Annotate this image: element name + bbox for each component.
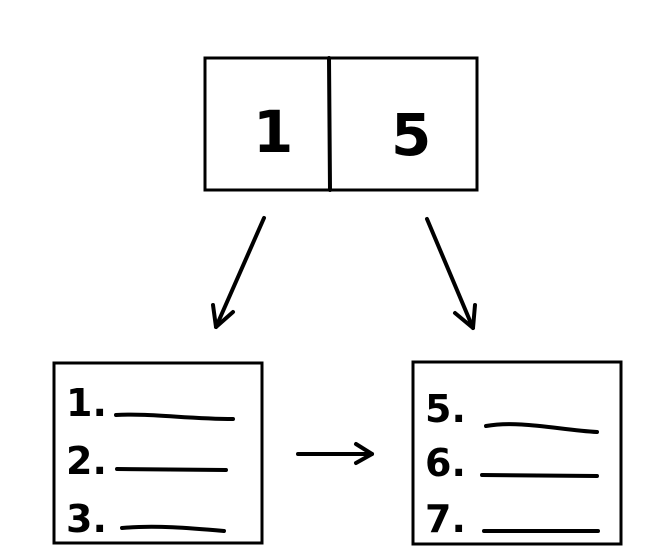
page-left-item-line	[115, 467, 228, 472]
index-cell-left-label: 1	[253, 98, 293, 166]
page-left-item-line	[120, 524, 226, 533]
page-right-item-line	[480, 473, 599, 478]
page-right-item-number: 7.	[425, 497, 466, 541]
page-right: 5. 6. 7.	[411, 360, 623, 546]
arrow-right-down-head	[453, 303, 477, 330]
page-left-item-line	[114, 412, 235, 421]
index-cell-right-label: 5	[391, 101, 431, 169]
page-right-item-number: 6.	[425, 441, 466, 485]
page-left: 1. 2. 3.	[52, 361, 264, 545]
page-left-frame	[52, 361, 264, 545]
arrow-right-down	[425, 217, 477, 330]
arrow-left-down-shaft	[214, 216, 266, 329]
page-right-frame	[411, 360, 623, 546]
index-box-frame	[203, 56, 479, 192]
arrow-left-down	[211, 216, 266, 329]
arrow-right	[296, 442, 374, 465]
index-box: 1 5	[203, 56, 479, 192]
page-left-item-number: 1.	[66, 381, 107, 425]
index-box-divider	[327, 56, 332, 192]
arrow-right-head	[354, 442, 374, 465]
arrow-left-down-head	[211, 303, 235, 329]
page-right-item-number: 5.	[425, 387, 466, 431]
page-left-item-number: 2.	[66, 439, 107, 483]
page-right-item-line	[484, 422, 599, 434]
arrow-right-down-shaft	[425, 217, 475, 330]
page-left-item-number: 3.	[66, 497, 107, 541]
